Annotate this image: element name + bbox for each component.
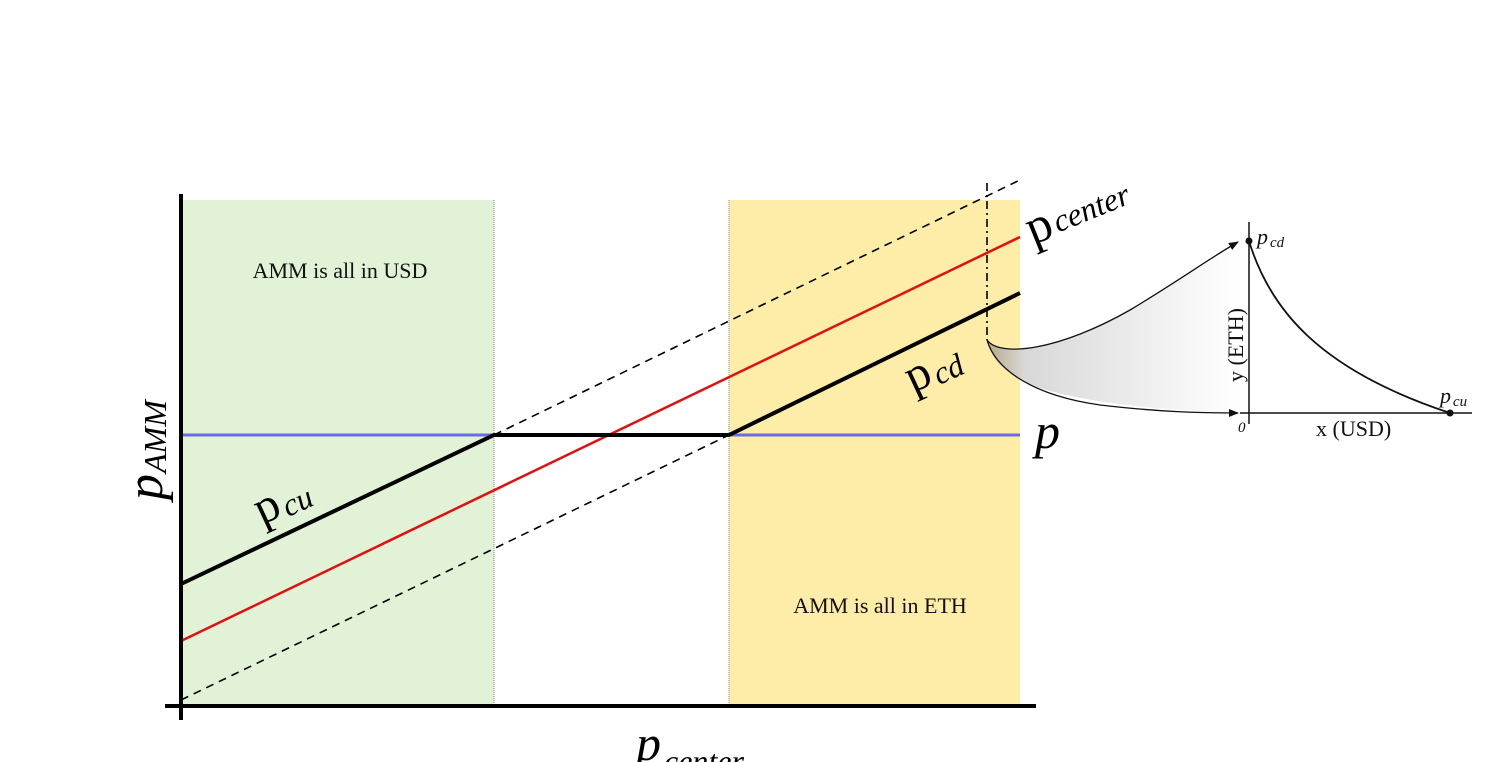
p-center-line-label: p center bbox=[1016, 176, 1135, 256]
inset-origin-label: 0 bbox=[1238, 420, 1246, 436]
inset-connector-upper-arrow bbox=[986, 241, 1239, 350]
inset-point-p-cd bbox=[1245, 237, 1253, 245]
svg-text:center: center bbox=[1047, 176, 1135, 240]
svg-text:p: p bbox=[1255, 224, 1268, 249]
inset-connector-fan bbox=[987, 242, 1238, 413]
usd-region-label: AMM is all in USD bbox=[253, 258, 428, 283]
svg-text:cd: cd bbox=[1270, 235, 1285, 251]
svg-text:p: p bbox=[1438, 383, 1451, 408]
market-price-label: p bbox=[1032, 403, 1060, 459]
x-axis-label: p center bbox=[633, 715, 745, 762]
inset-p-cu-label: p cu bbox=[1438, 383, 1467, 410]
svg-text:center: center bbox=[664, 743, 745, 762]
inset-reserve-chart: p cd p cu 0 x (USD) y (ETH) bbox=[1223, 222, 1472, 441]
inset-bonding-curve bbox=[1248, 240, 1451, 414]
inset-x-axis-label: x (USD) bbox=[1316, 416, 1391, 441]
y-axis-label: p AMM bbox=[117, 398, 174, 504]
usd-region bbox=[181, 200, 494, 706]
amm-price-line bbox=[180, 291, 1021, 586]
center-price-line bbox=[180, 235, 1021, 643]
eth-region-label: AMM is all in ETH bbox=[793, 593, 967, 618]
svg-text:cu: cu bbox=[1453, 394, 1467, 410]
inset-connector-lower-arrow bbox=[986, 339, 1239, 417]
svg-text:p: p bbox=[117, 474, 174, 504]
inset-p-cd-label: p cd bbox=[1255, 224, 1285, 251]
inset-point-p-cu bbox=[1446, 409, 1454, 417]
lower-dashed-bound bbox=[180, 434, 730, 701]
svg-text:AMM: AMM bbox=[137, 398, 173, 475]
svg-text:p: p bbox=[633, 715, 661, 762]
eth-region bbox=[729, 200, 1020, 706]
inset-y-axis-label: y (ETH) bbox=[1223, 308, 1248, 382]
